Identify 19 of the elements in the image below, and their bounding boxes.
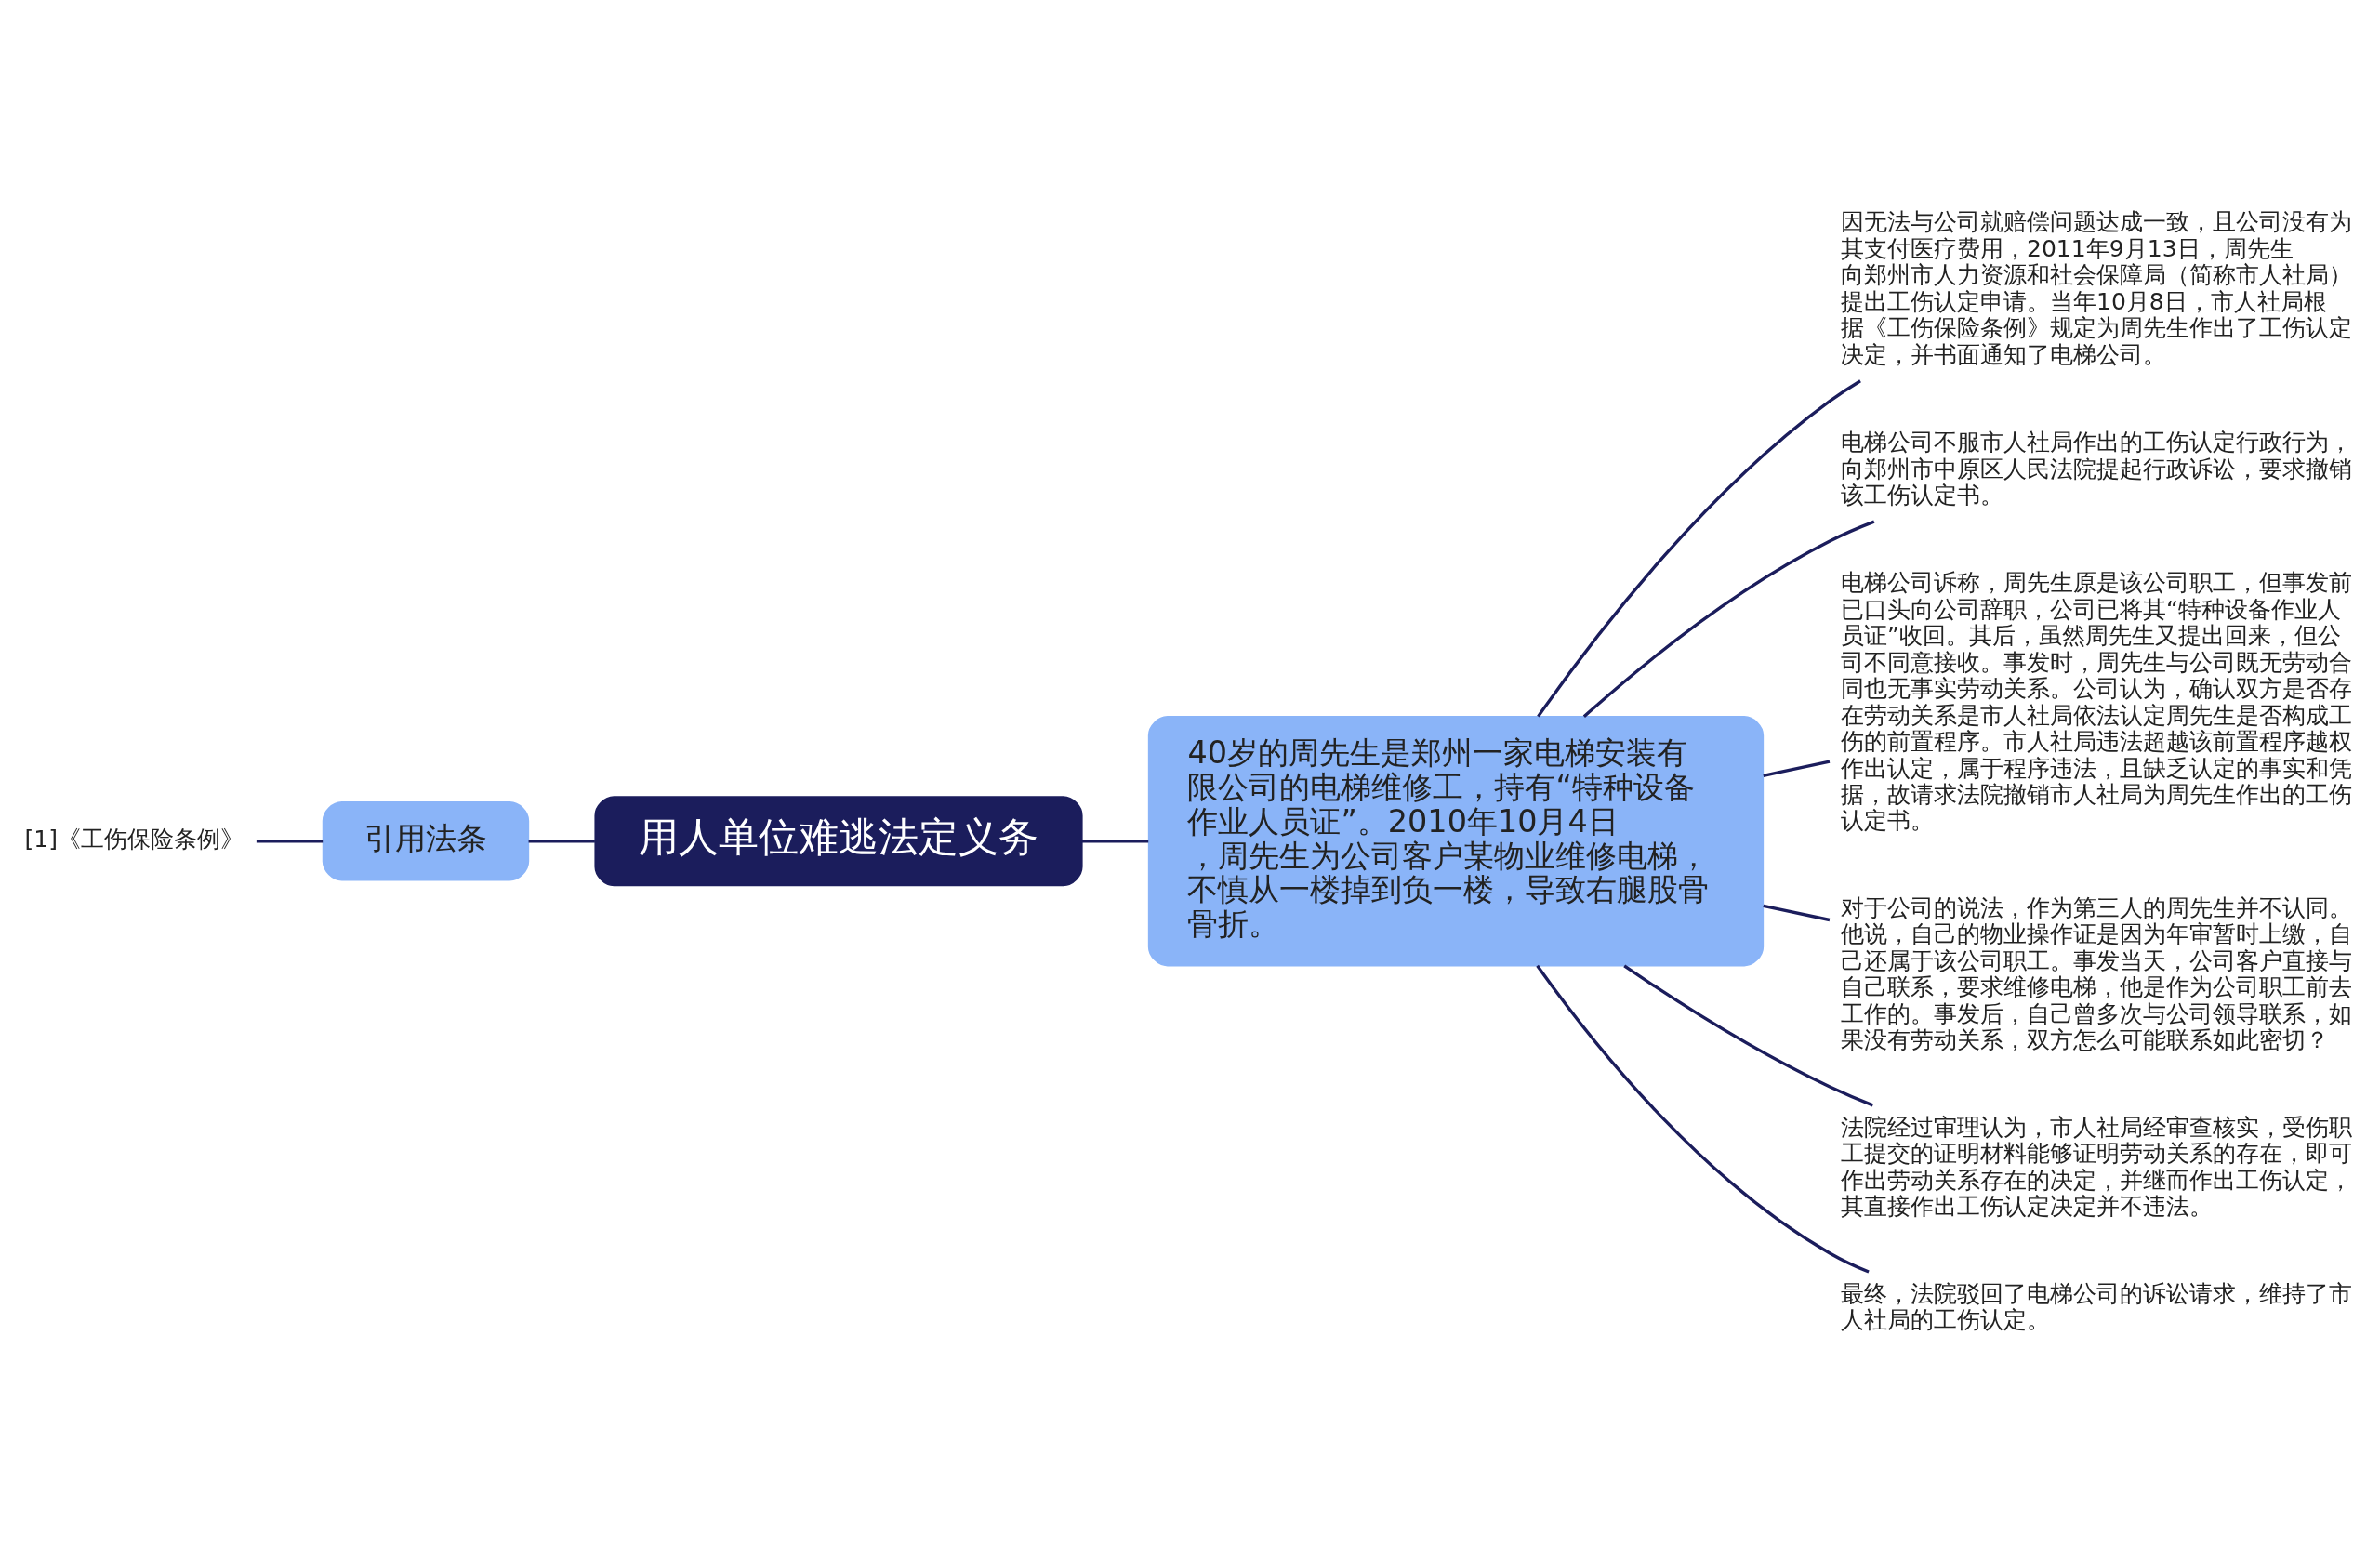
node-text: [1]《工伤保险条例》 xyxy=(24,825,245,853)
connector xyxy=(1623,964,1874,1107)
connector xyxy=(1536,964,1870,1274)
connector xyxy=(256,840,324,843)
connector xyxy=(1081,840,1149,843)
node-text: 电梯公司不服市人社局作出的工伤认定行政行为，向郑州市中原区人民法院提起行政诉讼，要求撤销该工伤认定书。 xyxy=(1840,429,2352,509)
node-text: 因无法与公司就赔偿问题达成一致，且公司没有为其支付医疗费用，2011年9月13日，周先生向郑州市人力资源和社会保障局（简称市人社局）提出工伤认定申请。当年10月8日，市人社局根据《工伤保险条例》规定为周先生作出了工伤认定决定，并书面通知了电梯公司。 xyxy=(1840,208,2352,368)
node-text: 电梯公司诉称，周先生原是该公司职工，但事发前已口头向公司辞职，公司已将其“特种设备作业人员证”收回。其后，虽然周先生又提出回来，但公司不同意接收。事发时，周先生与公司既无劳动合同也无事实劳动关系。公司认为，确认双方是否存在劳动关系是市人社局依法认定周先生是否构成工伤的前置程序。市人社局违法超越该前置程序越权作出认定，属于程序违法，且缺乏认定的事实和凭据，故请求法院撤销市人社局为周先生作出的工伤认定书。 xyxy=(1840,569,2352,835)
node-text: 对于公司的说法，作为第三人的周先生并不认同。他说，自己的物业操作证是因为年审暂时上缴，自己还属于该公司职工。事发当天，公司客户直接与自己联系，要求维修电梯，他是作为公司职工前去工作的。事发后，自己曾多次与公司领导联系，如果没有劳动关系，双方怎么可能联系如此密切？ xyxy=(1840,894,2352,1054)
node-box: 40岁的周先生是郑州一家电梯安装有限公司的电梯维修工，持有“特种设备作业人员证”。2010年10月4日，周先生为公司客户某物业维修电梯，不慎从一楼掉到负一楼，导致右腿股骨骨折。 xyxy=(1147,716,1765,967)
node-box: 引用法条 xyxy=(322,801,530,881)
connector xyxy=(1763,760,1831,777)
connector xyxy=(1537,379,1861,718)
node-text: 法院经过审理认为，市人社局经审查核实，受伤职工提交的证明材料能够证明劳动关系的存在，即可作出劳动关系存在的决定，并继而作出工伤认定，其直接作出工伤认定决定并不违法。 xyxy=(1840,1113,2352,1221)
connector xyxy=(528,840,595,843)
node-text: 最终，法院驳回了电梯公司的诉讼请求，维持了市人社局的工伤认定。 xyxy=(1840,1279,2352,1334)
node-box: 用人单位难逃法定义务 xyxy=(594,796,1083,887)
connector xyxy=(1763,904,1831,922)
connector xyxy=(1582,520,1875,718)
